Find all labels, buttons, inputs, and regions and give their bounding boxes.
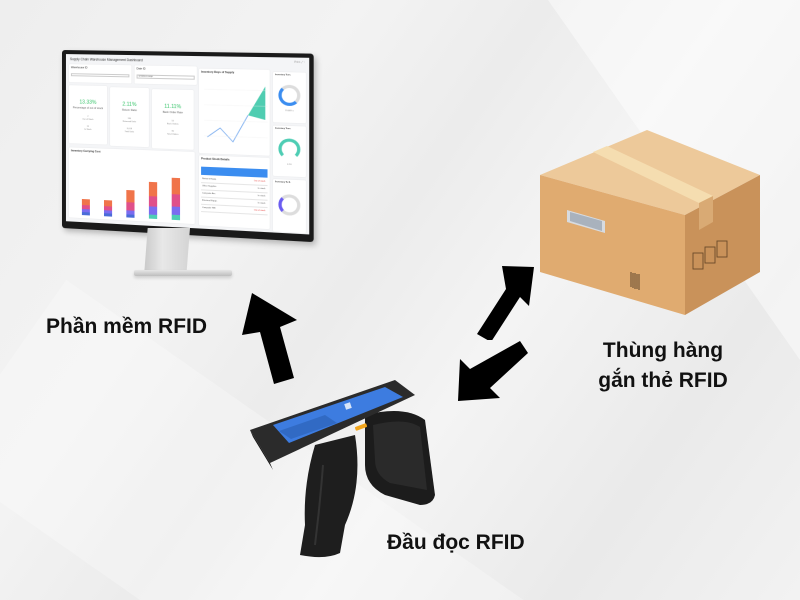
- bar-1: [81, 198, 90, 216]
- barcode-icon: [630, 272, 640, 290]
- kpi-card-back-order: 11.11% Back Order Rate 10 Back Orders 90…: [151, 89, 194, 150]
- gauge-dial: [278, 84, 301, 107]
- line-chart-days-of-supply: Inventory Days of Supply: [198, 68, 270, 156]
- software-label: Phần mềm RFID: [46, 315, 208, 338]
- line-chart-plot: [199, 86, 270, 155]
- date-select[interactable]: 12 items in range: [136, 74, 195, 80]
- rfid-reader-device: [250, 380, 435, 558]
- gauge-card-1: Inventory Turn. 19,669 u: [272, 71, 306, 124]
- kpi-card-out-of-stock: 13.33% Percentage of out of stock 2 Out …: [68, 85, 108, 145]
- bidirectional-arrow-icon-to-box: [477, 266, 534, 340]
- filter-warehouse[interactable]: Warehouse ID: [68, 64, 132, 84]
- warehouse-select[interactable]: [70, 73, 130, 78]
- monitor-base: [134, 270, 232, 276]
- tagged-box: [540, 130, 760, 315]
- filter-date[interactable]: Date ID 12 items in range: [134, 65, 197, 85]
- rfid-tag-label: [567, 210, 605, 233]
- gauge-dial: [278, 193, 301, 217]
- reader-label: Đầu đọc RFID: [387, 531, 525, 554]
- bar-chart-carrying-cost: Inventory Carrying Cost: [68, 147, 195, 225]
- gauge-dial: [278, 138, 301, 161]
- dashboard-tools: Print ⤢ ⋮: [294, 60, 305, 65]
- bar-3: [126, 189, 135, 218]
- dashboard-screen: Supply Chain Warehouse Management Dashbo…: [65, 54, 310, 235]
- bar-4: [148, 181, 158, 220]
- dashboard-title: Supply Chain Warehouse Management Dashbo…: [69, 57, 143, 63]
- monitor-stand: [144, 228, 190, 276]
- monitor-bezel: Supply Chain Warehouse Management Dashbo…: [62, 50, 314, 243]
- kpi-card-return-ratio: 2.11% Return Ratio 190 Returned Units 9,…: [110, 87, 149, 148]
- gauge-card-3: Inventory To S.: [272, 178, 306, 234]
- product-stock-table: Product Stock Details Network Equip.Out …: [198, 155, 270, 230]
- bidirectional-arrow-icon-to-reader: [458, 341, 528, 401]
- gauge-card-2: Inventory Turn. 0.16: [272, 125, 306, 178]
- bar-2: [104, 200, 113, 217]
- handling-symbols: [692, 240, 728, 270]
- tagged-box-label: Thùng hàng gắn thẻ RFID: [598, 339, 728, 392]
- arrow-up-icon: [242, 293, 297, 384]
- bar-5: [171, 177, 181, 221]
- software-monitor: Supply Chain Warehouse Management Dashbo…: [62, 50, 314, 290]
